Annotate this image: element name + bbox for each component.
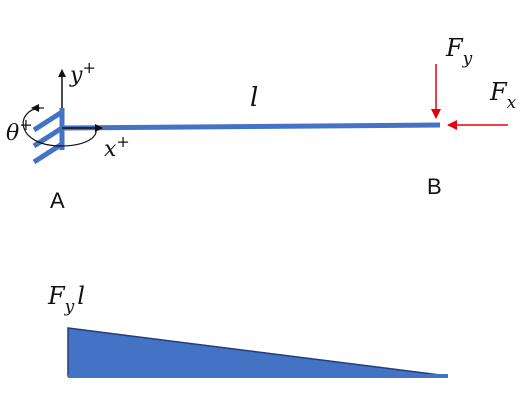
point-b-label: B — [427, 174, 442, 199]
axis-y-label: y+ — [69, 58, 96, 88]
theta-label: θ+ — [6, 115, 33, 146]
length-label: l — [250, 83, 258, 113]
axis-x-label: x+ — [104, 132, 130, 162]
point-a-label: A — [50, 188, 65, 213]
fixed-support-icon — [32, 108, 65, 165]
beam — [61, 122, 441, 131]
rotation-arc-icon — [22, 107, 97, 147]
force-x-label: Fx — [489, 78, 517, 113]
force-y-label: Fy — [445, 34, 473, 69]
moment-diagram-triangle — [67, 327, 449, 377]
